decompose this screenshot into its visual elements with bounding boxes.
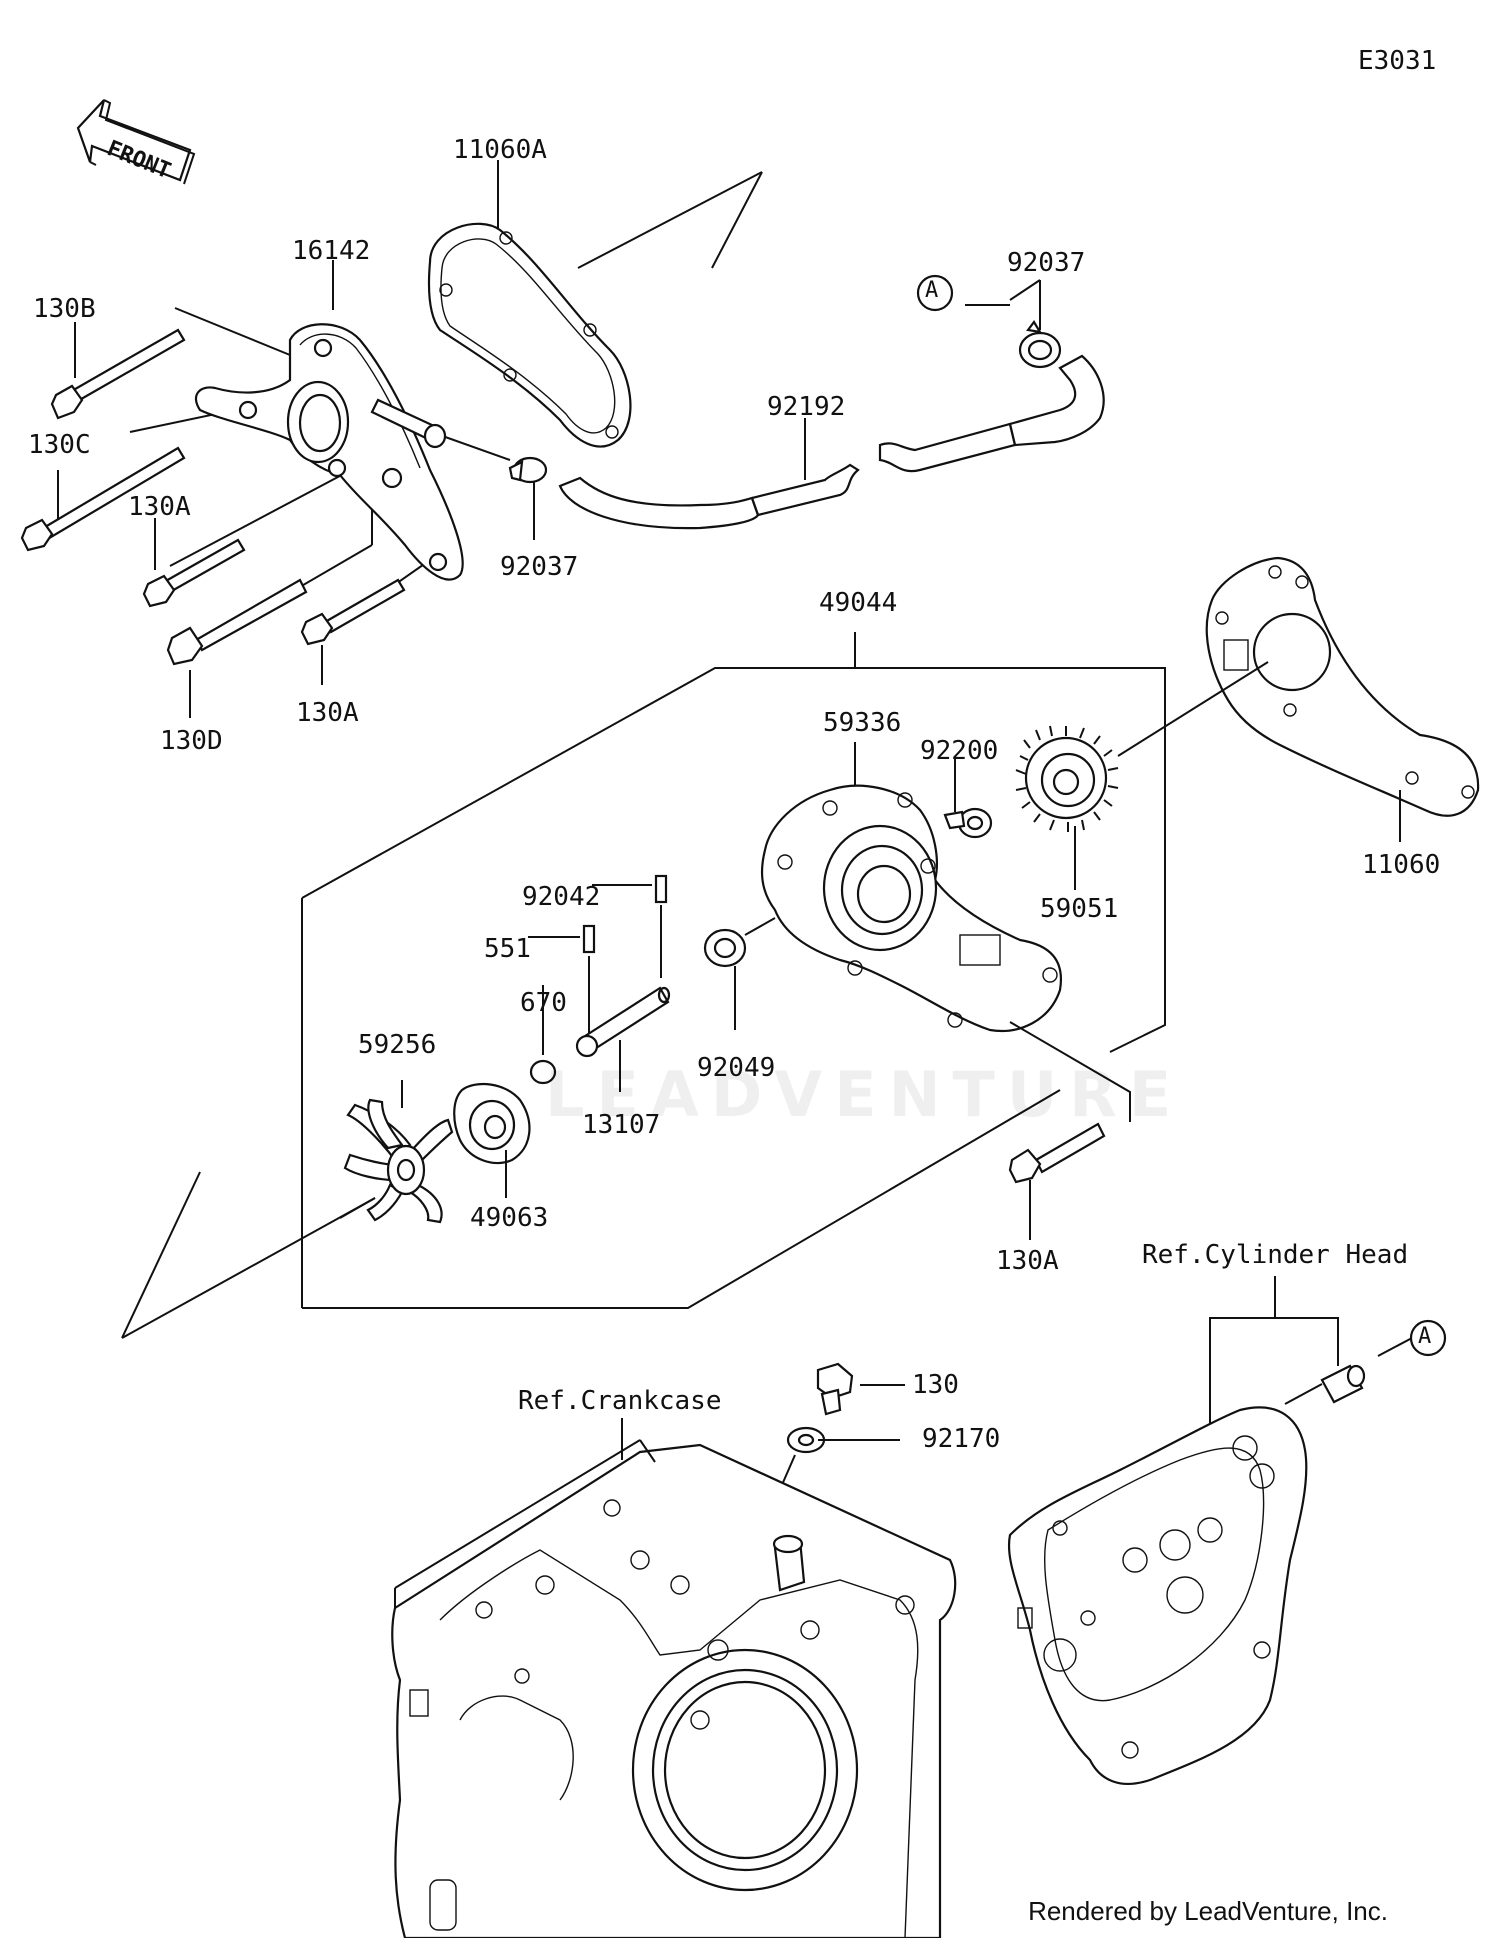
gasket-11060 (1117, 556, 1480, 842)
label-11060: 11060 (1362, 850, 1441, 880)
watermark: LEADVENTURE (545, 1058, 1184, 1131)
label-59256: 59256 (358, 1030, 437, 1060)
label-ref-crankcase: Ref.Crankcase (518, 1386, 722, 1416)
washer-92200 (943, 758, 993, 839)
label-92042: 92042 (522, 882, 601, 912)
bolt-130c (20, 446, 186, 552)
bolt-130 (816, 1362, 905, 1416)
label-59336: 59336 (823, 708, 902, 738)
bolt-130a-1 (142, 538, 246, 608)
gear-59051 (1015, 725, 1119, 890)
pump-housing-59336 (760, 742, 1131, 1122)
label-130a-3: 130A (996, 1246, 1059, 1276)
hose-92192 (558, 354, 1105, 530)
pin-92042 (592, 874, 668, 978)
label-13107: 13107 (582, 1110, 661, 1140)
pump-cover-16142 (194, 323, 464, 581)
callout-a-top: A (925, 278, 939, 303)
o-ring-670 (529, 985, 557, 1085)
gasket-11060a (427, 222, 632, 448)
assembly-bracket-49044 (121, 632, 1166, 1339)
bolt-130a-3 (1008, 1122, 1106, 1240)
bolt-130d (166, 578, 308, 666)
diagram-code: E3031 (1358, 46, 1437, 76)
label-92037-top: 92037 (1007, 248, 1086, 278)
label-130c: 130C (28, 430, 91, 460)
ref-callouts (916, 274, 1447, 1357)
label-11060a: 11060A (453, 135, 547, 165)
label-92049: 92049 (697, 1053, 776, 1083)
credit-line: Rendered by LeadVenture, Inc. (1028, 1896, 1388, 1926)
label-551: 551 (484, 934, 531, 964)
dowel-a (1320, 1364, 1366, 1404)
impeller-59256 (339, 1080, 454, 1224)
label-130b: 130B (33, 294, 96, 324)
label-92200: 92200 (920, 736, 999, 766)
shaft-13107 (575, 986, 671, 1092)
label-49063: 49063 (470, 1203, 549, 1233)
seal-92049 (703, 917, 776, 1030)
front-arrow (76, 99, 196, 185)
clamp-92037-left (508, 456, 548, 484)
label-130a-2: 130A (296, 698, 359, 728)
label-670: 670 (520, 988, 567, 1018)
label-92170: 92170 (922, 1424, 1001, 1454)
clamp-92037-top (1018, 320, 1062, 369)
cylinder-head-ref-bracket (1209, 1276, 1413, 1455)
cylinder-head (1008, 1406, 1308, 1785)
bolt-130b (50, 328, 186, 420)
label-59051: 59051 (1040, 894, 1119, 924)
label-92192: 92192 (767, 392, 846, 422)
pin-551 (528, 924, 596, 1035)
label-16142: 16142 (292, 236, 371, 266)
label-49044: 49044 (819, 588, 898, 618)
seal-49063 (453, 1083, 531, 1198)
callout-a-right: A (1418, 1324, 1432, 1349)
label-130: 130 (912, 1370, 959, 1400)
label-ref-cylinder-head: Ref.Cylinder Head (1142, 1240, 1409, 1270)
crankcase (391, 1439, 957, 1938)
label-130a-1: 130A (128, 492, 191, 522)
label-92037-left: 92037 (500, 552, 579, 582)
label-130d: 130D (160, 726, 223, 756)
bolt-130a-2 (300, 578, 406, 646)
